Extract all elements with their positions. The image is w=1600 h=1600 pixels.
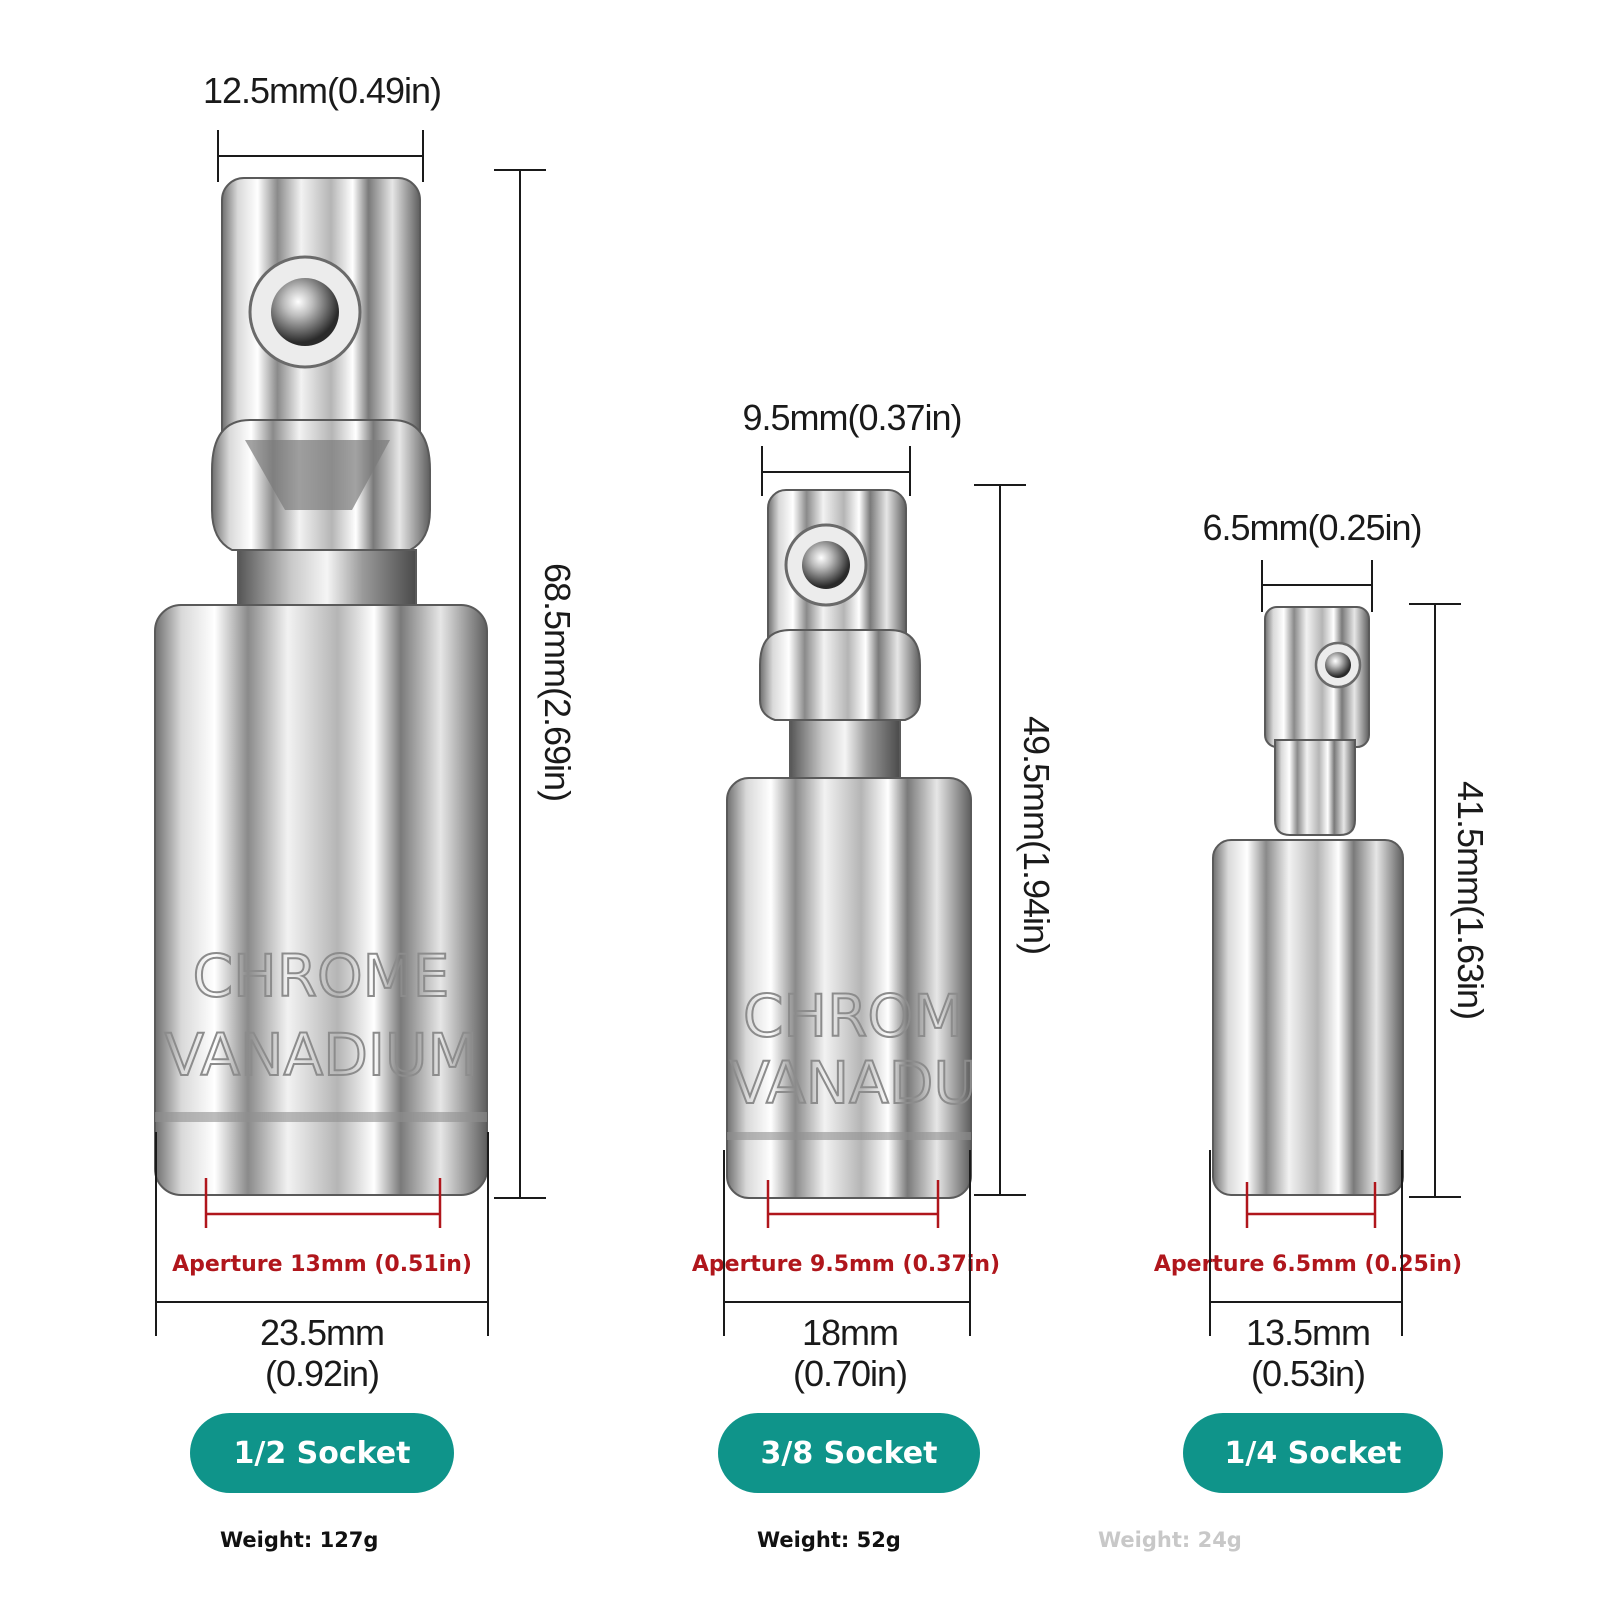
aperture-label: Aperture 6.5mm (0.25in) [1154,1252,1462,1277]
chrome-stamp: CHROME [193,942,450,1010]
drive-size-dimension-line [1261,560,1373,612]
drive-size-label: 9.5mm(0.37in) [742,397,961,438]
socket-body [1212,839,1404,1196]
socket-size-badge-quarter: 1/4 Socket [1183,1413,1443,1493]
socket-body [154,604,488,1196]
length-dimension-line [1409,603,1461,1198]
length-label: 41.5mm(1.63in) [1450,781,1491,1019]
diameter-dimension-line [155,1132,489,1336]
weight-label-quarter: Weight: 24g [1098,1528,1242,1552]
retaining-ball [802,541,850,589]
diameter-in-label: (0.92in) [265,1353,379,1394]
diameter-mm-label: 23.5mm [260,1312,384,1353]
length-dimension-line [494,169,546,1199]
weight-label-half: Weight: 127g [220,1528,379,1552]
length-dimension-line [974,484,1026,1196]
weight-label-three-eighths: Weight: 52g [757,1528,901,1552]
aperture-dimension-line [204,1178,442,1228]
diameter-mm-label: 18mm [802,1312,898,1353]
socket-quarter-inch: 6.5mm(0.25in) 41.5mm(1.63in) Aperture 6.… [1154,507,1491,1394]
aperture-label: Aperture 9.5mm (0.37in) [692,1252,1000,1277]
swivel-joint [759,629,921,721]
aperture-dimension-line [1245,1182,1377,1228]
length-label: 68.5mm(2.69in) [537,563,578,801]
socket-half-inch: 12.5mm(0.49in) CHROME VANADIUM 68.5mm(2.… [154,70,578,1394]
diameter-in-label: (0.53in) [1251,1353,1365,1394]
swivel-joint [1274,739,1356,836]
drive-size-label: 12.5mm(0.49in) [203,70,441,111]
diameter-in-label: (0.70in) [793,1353,907,1394]
aperture-label: Aperture 13mm (0.51in) [172,1252,472,1277]
socket-size-badge-half: 1/2 Socket [190,1413,454,1493]
drive-size-dimension-line [217,130,424,182]
diameter-mm-label: 13.5mm [1246,1312,1370,1353]
chrome-stamp: CHROM [743,982,963,1050]
vanadium-stamp: VANADIUM [165,1021,478,1089]
drive-size-dimension-line [761,446,911,496]
diameter-dimension-line [1209,1150,1403,1336]
diameter-dimension-line [723,1150,971,1336]
length-label: 49.5mm(1.94in) [1016,716,1057,954]
vanadium-stamp: VANADU [730,1049,976,1117]
socket-size-badge-three-eighths: 3/8 Socket [718,1413,980,1493]
socket-three-eighths-inch: 9.5mm(0.37in) CHROM VANADU 49.5mm(1.94in… [692,397,1057,1394]
retaining-ball [1325,652,1351,678]
retaining-ball [271,278,339,346]
socket-body [726,777,972,1199]
aperture-dimension-line [766,1180,940,1228]
drive-size-label: 6.5mm(0.25in) [1202,507,1421,548]
